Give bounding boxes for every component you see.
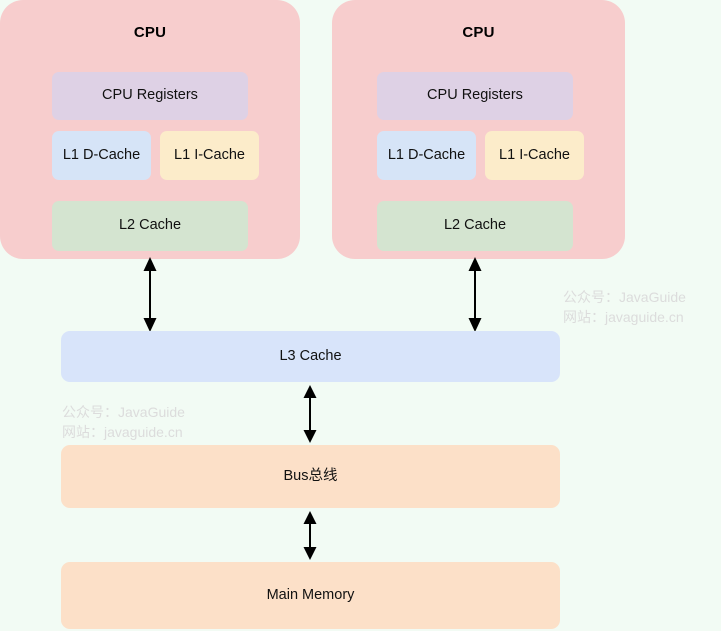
arrow-cpu2-to-l3	[468, 257, 482, 332]
arrow-l3-to-bus	[303, 385, 317, 443]
cpu-title-1: CPU	[133, 24, 167, 41]
bus-block: Bus总线	[61, 445, 560, 508]
l1-dcache-2: L1 D-Cache	[377, 131, 476, 180]
cpu-block-1: CPU CPU Registers L1 D-Cache L1 I-Cache …	[0, 0, 300, 259]
l3-cache: L3 Cache	[61, 331, 560, 382]
watermark-line-1: 公众号：JavaGuide	[563, 289, 686, 305]
cpu-title-2: CPU	[462, 24, 495, 41]
l1-icache-1: L1 I-Cache	[160, 131, 259, 180]
cpu-registers-2: CPU Registers	[377, 72, 573, 120]
watermark-top-right: 公众号：JavaGuide 网站：javaguide.cn	[563, 287, 686, 328]
cpu-registers-1: CPU Registers	[52, 72, 248, 120]
watermark-line-1: 公众号：JavaGuide	[62, 404, 185, 420]
watermark-line-2: 网站：javaguide.cn	[563, 309, 684, 326]
l1-icache-2: L1 I-Cache	[485, 131, 584, 180]
l2-cache-1: L2 Cache	[52, 201, 248, 251]
l2-cache-2: L2 Cache	[377, 201, 573, 251]
watermark-middle-left: 公众号：JavaGuide 网站：javaguide.cn	[62, 402, 185, 443]
arrow-cpu1-to-l3	[143, 257, 157, 332]
l1-dcache-1: L1 D-Cache	[52, 131, 151, 180]
arrow-bus-to-main-memory	[303, 511, 317, 560]
cpu-block-2: CPU CPU Registers L1 D-Cache L1 I-Cache …	[332, 0, 625, 259]
watermark-line-2: 网站：javaguide.cn	[62, 424, 183, 441]
main-memory-block: Main Memory	[61, 562, 560, 629]
